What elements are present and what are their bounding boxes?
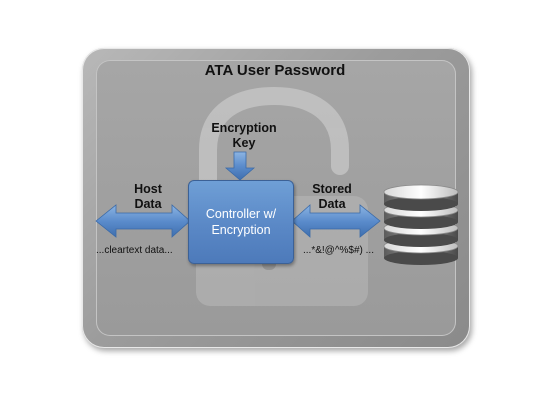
encryption-key-label-line2: Key <box>232 136 256 150</box>
controller-label-line1: Controller w/ <box>205 207 277 221</box>
encryption-key-arrow <box>224 151 256 181</box>
stored-data-label: Stored Data <box>300 182 364 212</box>
host-data-label-line2: Data <box>134 197 162 211</box>
encryption-key-label: Encryption Key <box>196 121 292 151</box>
controller-label-line2: Encryption <box>211 223 271 237</box>
diagram-title: ATA User Password <box>204 62 346 79</box>
ciphertext-label: ...*&!@^%$#) ... <box>303 245 374 256</box>
stored-data-label-line1: Stored <box>312 182 352 196</box>
controller-box: Controller w/ Encryption <box>188 180 294 264</box>
cleartext-label: ...cleartext data... <box>96 245 173 256</box>
host-data-label-line1: Host <box>134 182 162 196</box>
database-disks-icon <box>383 184 459 265</box>
encryption-key-label-line1: Encryption <box>211 121 277 135</box>
stored-data-arrow <box>291 204 381 238</box>
stored-data-label-line2: Data <box>318 197 346 211</box>
host-data-label: Host Data <box>118 182 178 212</box>
